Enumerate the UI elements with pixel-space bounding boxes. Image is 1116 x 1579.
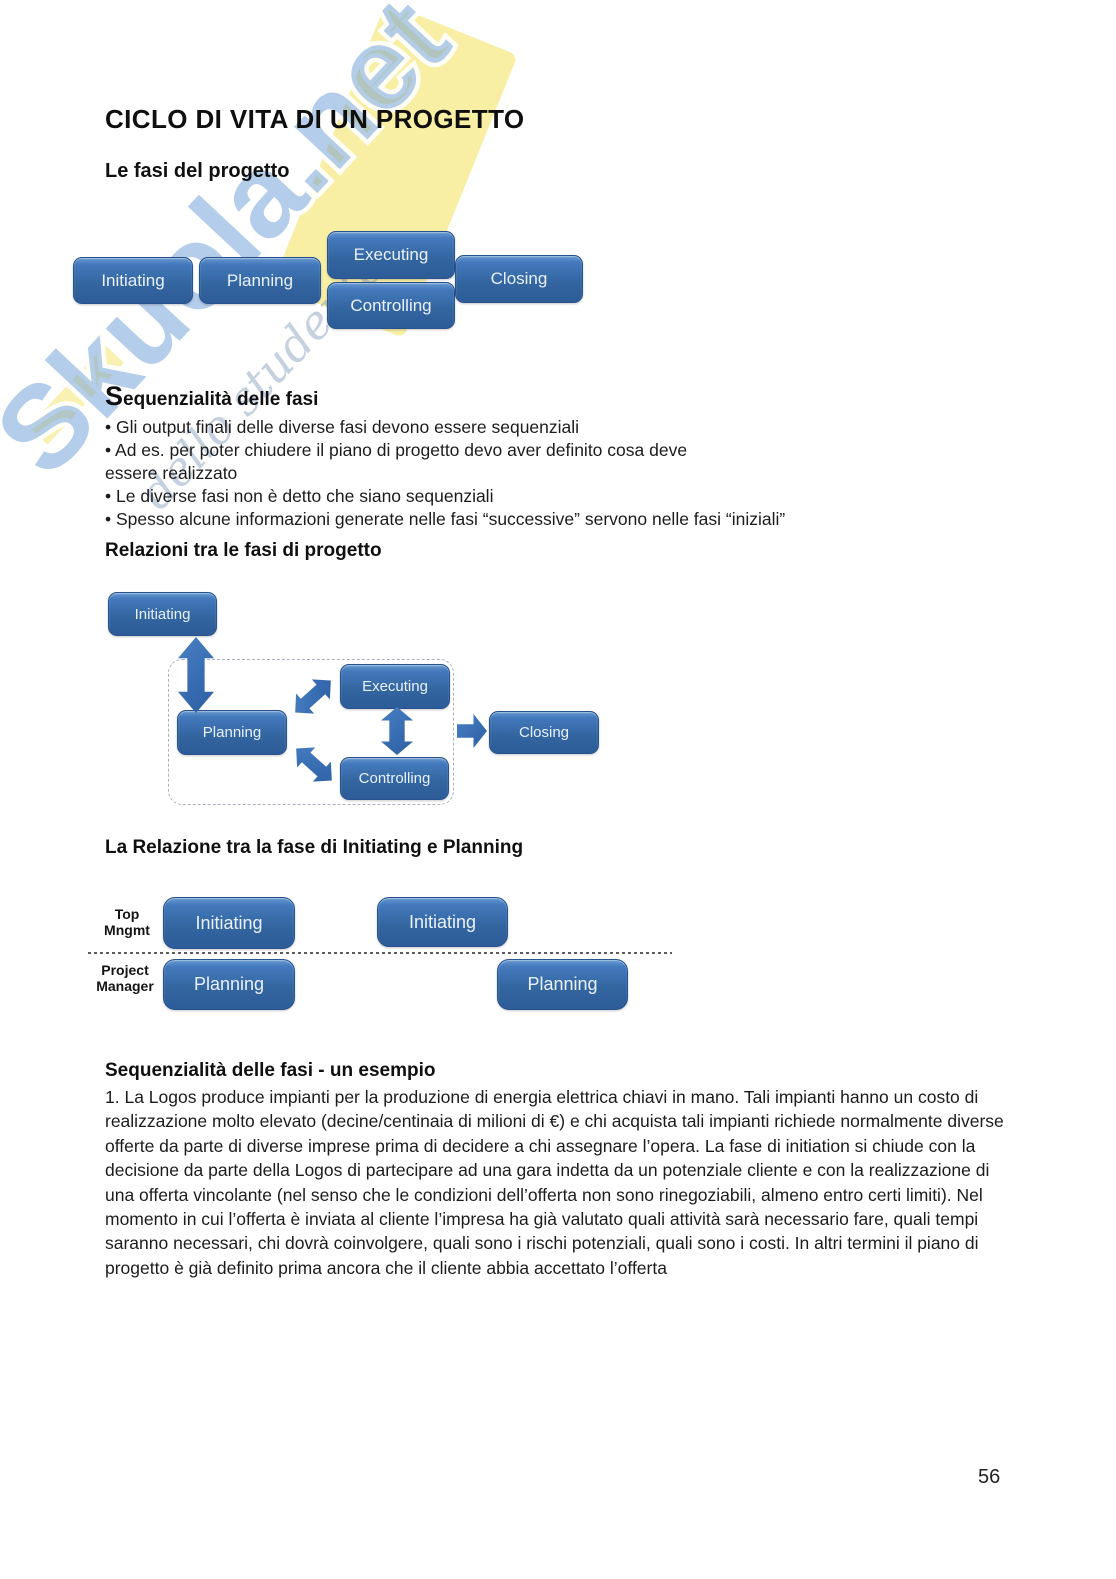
phase-box-planning: Planning [199,257,321,304]
heading-relazioni: Relazioni tra le fasi di progetto [105,540,382,561]
heading-le-fasi: Le fasi del progetto [105,160,290,182]
bullet-line: • Gli output finali delle diverse fasi d… [105,417,580,437]
phase-box-planning: Planning [163,959,295,1010]
label-top-mngmt: Top Mngmt [104,906,150,938]
heading-sequenzialita: Sequenzialità delle fasi [105,381,319,411]
phase-box-controlling: Controlling [327,282,455,329]
esempio-paragraph: 1. La Logos produce impianti per la prod… [105,1087,1004,1278]
bullet-line: • Ad es. per poter chiudere il piano di … [105,440,688,460]
label-project-manager: Project Manager [96,962,154,994]
section-sequenzialita: Sequenzialità delle fasi • Gli output fi… [105,381,1025,531]
bullet-line: • Spesso alcune informazioni generate ne… [105,509,786,529]
phase-box-initiating: Initiating [108,592,217,636]
dashed-divider-line [88,952,672,954]
page-number: 56 [978,1466,1001,1488]
dashed-group-frame [168,659,454,805]
heading-esempio: Sequenzialità delle fasi - un esempio [105,1060,436,1081]
phase-box-initiating: Initiating [377,897,508,947]
phase-box-planning: Planning [177,710,287,755]
watermark-yellow-streak [28,345,124,445]
section-esempio: Sequenzialità delle fasi - un esempio 1.… [105,1060,1012,1280]
page-title: CICLO DI VITA DI UN PROGETTO [105,104,525,134]
bullet-line: • Le diverse fasi non è detto che siano … [105,486,494,506]
phase-box-executing: Executing [327,231,455,279]
phase-box-initiating: Initiating [73,257,193,304]
phase-box-initiating: Initiating [163,897,295,949]
bullet-line: essere realizzato [105,463,238,483]
phase-box-controlling: Controlling [340,757,449,800]
phase-box-closing: Closing [455,255,583,303]
phase-box-executing: Executing [340,664,450,709]
arrow-to-closing [457,714,487,748]
phase-box-planning: Planning [497,959,628,1010]
phase-box-closing: Closing [489,711,599,754]
heading-relazione-initiating-planning: La Relazione tra la fase di Initiating e… [105,837,524,858]
